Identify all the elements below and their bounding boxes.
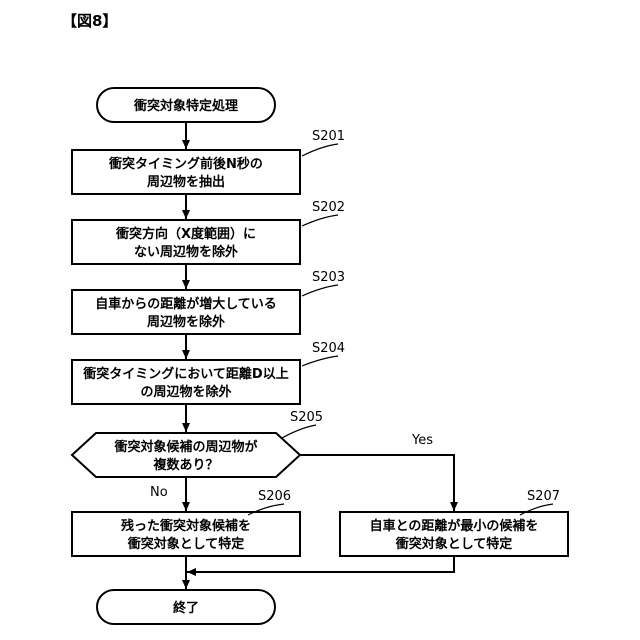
step-label-s207: S207 — [527, 489, 560, 504]
process-box-s207-line1: 自車との距離が最小の候補を — [370, 518, 539, 534]
branch-label-no: No — [150, 485, 168, 500]
branch-label-yes: Yes — [411, 433, 433, 448]
process-box-s202: 衝突方向（X度範囲）に ない周辺物を除外 — [72, 220, 300, 264]
start-terminator-label: 衝突対象特定処理 — [133, 98, 238, 114]
process-box-s201-line1: 衝突タイミング前後N秒の — [108, 156, 263, 172]
decision-s205: 衝突対象候補の周辺物が 複数あり？ — [72, 433, 300, 477]
step-label-s205: S205 — [290, 410, 323, 425]
end-terminator: 終了 — [97, 590, 275, 624]
step-label-s202-leader — [302, 215, 338, 226]
process-box-s203-line2: 周辺物を除外 — [147, 314, 225, 330]
process-box-s201: 衝突タイミング前後N秒の 周辺物を抽出 — [72, 150, 300, 194]
step-label-s201: S201 — [312, 129, 345, 144]
end-terminator-label: 終了 — [173, 600, 199, 616]
step-label-s203-leader — [302, 285, 338, 296]
process-box-s202-line1: 衝突方向（X度範囲）に — [115, 226, 256, 242]
figure-label: 【図8】 — [62, 12, 117, 30]
step-label-s205-leader — [282, 425, 316, 438]
process-box-s201-line2: 周辺物を抽出 — [147, 174, 225, 190]
process-box-s206-line1: 残った衝突対象候補を — [121, 518, 251, 534]
process-box-s207: 自車との距離が最小の候補を 衝突対象として特定 — [340, 512, 568, 556]
start-terminator: 衝突対象特定処理 — [97, 88, 275, 122]
step-label-s204: S204 — [312, 341, 345, 356]
process-box-s203-line1: 自車からの距離が増大している — [95, 296, 277, 312]
arrow-s205-yes-to-s207 — [300, 455, 454, 511]
process-box-s204-line2: の周辺物を除外 — [140, 384, 231, 400]
arrow-s207-merge — [187, 556, 454, 572]
step-label-s206: S206 — [258, 489, 291, 504]
process-box-s204-line1: 衝突タイミングにおいて距離D以上 — [82, 366, 288, 382]
process-box-s202-line2: ない周辺物を除外 — [134, 244, 238, 260]
step-label-s204-leader — [302, 356, 338, 366]
process-box-s204: 衝突タイミングにおいて距離D以上 の周辺物を除外 — [72, 360, 300, 404]
process-box-s203: 自車からの距離が増大している 周辺物を除外 — [72, 290, 300, 334]
process-box-s206-line2: 衝突対象として特定 — [127, 536, 245, 552]
decision-s205-line2: 複数あり？ — [152, 457, 218, 473]
process-box-s207-line2: 衝突対象として特定 — [395, 536, 513, 552]
process-box-s206: 残った衝突対象候補を 衝突対象として特定 — [72, 512, 300, 556]
step-label-s202: S202 — [312, 200, 345, 215]
step-label-s201-leader — [302, 144, 338, 156]
decision-s205-line1: 衝突対象候補の周辺物が — [113, 439, 257, 455]
step-label-s203: S203 — [312, 270, 345, 285]
